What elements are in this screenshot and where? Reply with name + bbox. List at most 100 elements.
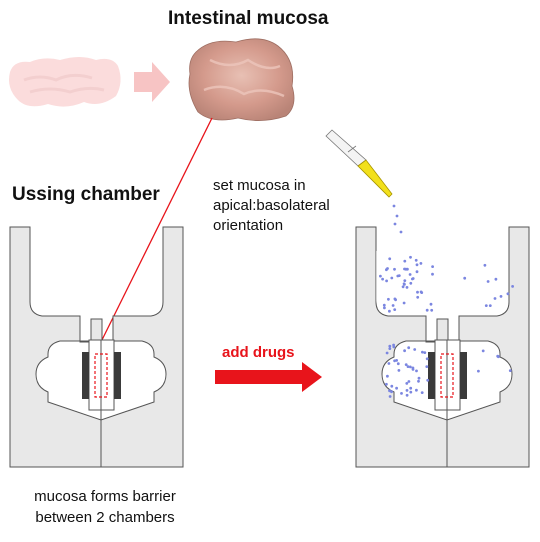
drug-dot xyxy=(409,281,413,285)
drug-dot xyxy=(403,259,407,263)
drug-dot xyxy=(425,365,429,368)
drug-dot xyxy=(405,286,409,289)
drug-dot xyxy=(419,290,423,294)
barrier-line-2: between 2 chambers xyxy=(35,509,175,526)
drug-dot xyxy=(408,365,412,369)
drug-dot xyxy=(385,279,388,283)
add-drugs-arrow xyxy=(215,362,322,392)
drug-dot xyxy=(405,389,409,392)
drug-dot xyxy=(392,343,395,347)
drug-dot xyxy=(409,255,412,259)
drug-dot xyxy=(409,386,413,390)
drug-dot xyxy=(431,265,434,268)
drug-dot xyxy=(483,263,487,267)
drug-dot xyxy=(415,369,418,373)
drug-dot xyxy=(415,263,419,267)
drug-dot xyxy=(393,297,397,301)
pink-arrow-icon xyxy=(134,62,170,102)
drug-dot xyxy=(494,277,498,281)
drug-dot xyxy=(382,303,386,307)
drug-dot xyxy=(404,267,408,271)
set-mucosa-line-3: orientation xyxy=(213,217,284,234)
drug-dot xyxy=(411,368,415,371)
drug-dot xyxy=(430,308,434,312)
mucosa-sample-icon xyxy=(188,38,295,121)
drug-dot xyxy=(488,304,492,307)
drug-dot xyxy=(484,304,488,307)
title-intestinal-mucosa: Intestinal mucosa xyxy=(168,8,329,29)
barrier-caption: mucosa forms barrier between 2 chambers xyxy=(0,486,210,528)
drug-dot xyxy=(393,308,397,311)
drug-dot xyxy=(401,285,405,289)
ussing-chamber-right xyxy=(355,226,530,468)
drug-dot xyxy=(406,365,410,368)
set-mucosa-line-1: set mucosa in xyxy=(213,177,306,194)
set-mucosa-note: set mucosa in apical:basolateral orienta… xyxy=(213,176,330,236)
drug-dot xyxy=(409,390,413,394)
drug-dot xyxy=(399,230,403,234)
tissue-strip-icon xyxy=(9,57,121,107)
drug-dot xyxy=(402,301,406,305)
drug-dot xyxy=(417,379,420,383)
drug-dot xyxy=(481,349,485,353)
drug-dot xyxy=(506,292,510,296)
drug-dot xyxy=(425,308,429,312)
drug-dot xyxy=(404,363,408,366)
drug-dot xyxy=(400,392,403,395)
drug-dot xyxy=(387,297,390,301)
drug-dot xyxy=(405,393,409,397)
drug-dot xyxy=(486,280,490,283)
drug-dot xyxy=(391,304,395,307)
drug-dot xyxy=(393,267,396,271)
drug-dot xyxy=(497,355,500,359)
drug-dot xyxy=(390,276,394,280)
drug-dot xyxy=(463,276,467,280)
drug-dot xyxy=(385,382,388,386)
drug-dot xyxy=(407,346,411,350)
drug-dot xyxy=(386,374,389,378)
drug-dot xyxy=(385,351,389,355)
drug-dot xyxy=(388,395,392,398)
drug-dot xyxy=(388,257,392,261)
drug-dot xyxy=(429,302,433,306)
drug-dot xyxy=(396,274,400,278)
drug-dot xyxy=(381,277,384,281)
drug-dot xyxy=(423,351,427,354)
drug-dot xyxy=(508,369,512,372)
drug-dot xyxy=(393,359,396,363)
drug-dot xyxy=(388,347,392,350)
set-mucosa-line-2: apical:basolateral xyxy=(213,197,330,214)
drug-dot xyxy=(403,349,406,353)
drug-dot xyxy=(390,390,393,394)
drug-dot xyxy=(392,204,396,208)
drug-dot xyxy=(386,267,389,270)
add-drugs-label: add drugs xyxy=(222,344,295,361)
drug-dot xyxy=(431,272,434,276)
drug-dot xyxy=(426,378,430,382)
drug-dot xyxy=(395,386,398,390)
drug-dot xyxy=(511,285,514,288)
drug-dot xyxy=(408,273,412,276)
barrier-line-1: mucosa forms barrier xyxy=(34,488,176,505)
title-ussing-chamber: Ussing chamber xyxy=(12,184,160,205)
drug-dot xyxy=(390,384,394,388)
drug-dot xyxy=(415,270,419,274)
drug-dot xyxy=(388,309,391,313)
drug-dot xyxy=(477,369,480,373)
drug-dot xyxy=(405,382,409,385)
drug-dot xyxy=(425,357,429,361)
drug-dot xyxy=(411,277,415,280)
drug-molecules xyxy=(379,204,514,398)
drug-dot xyxy=(403,279,407,282)
drug-dot xyxy=(499,295,503,298)
drug-dot xyxy=(383,306,386,310)
drug-dot xyxy=(493,297,497,300)
drug-dot xyxy=(396,362,400,366)
drug-dot xyxy=(387,362,391,365)
drug-dot xyxy=(417,376,421,380)
drug-dot xyxy=(416,295,420,299)
drug-dot xyxy=(416,290,419,294)
drug-dot xyxy=(395,214,399,218)
pipette-icon xyxy=(325,129,393,198)
